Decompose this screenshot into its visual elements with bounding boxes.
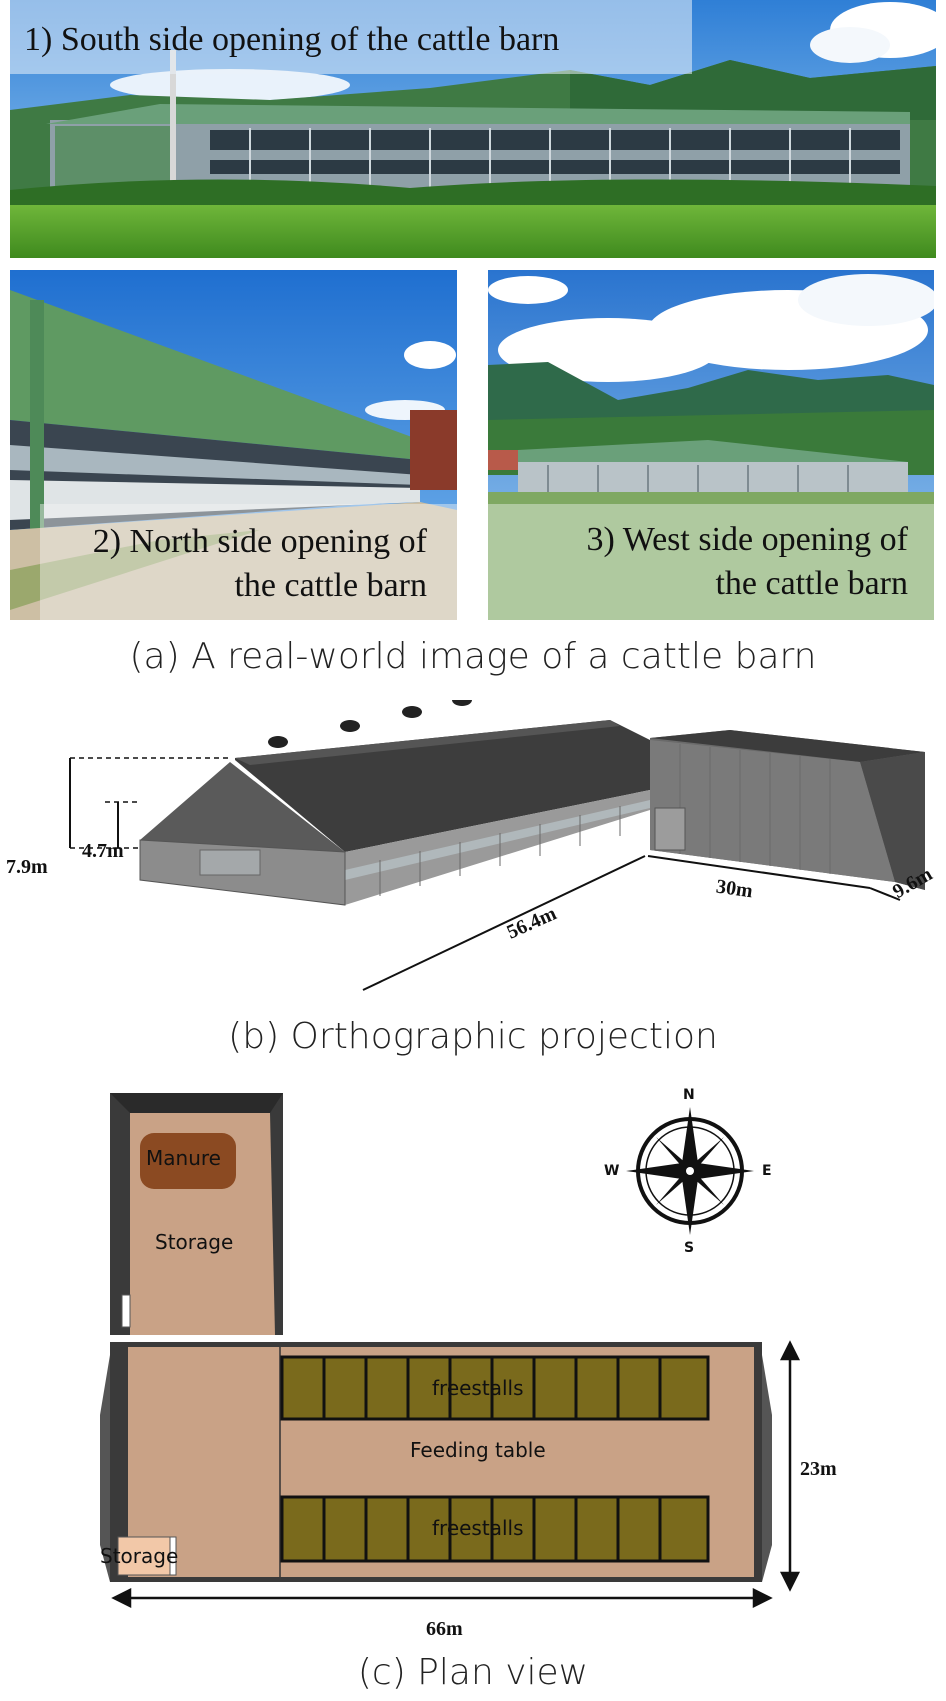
feeding-table-label: Feeding table <box>410 1438 546 1462</box>
compass-s-label: S <box>684 1240 695 1256</box>
manure-label: Manure <box>146 1146 221 1170</box>
compass-w-label: W <box>604 1163 620 1179</box>
caption-a: (a) A real-world image of a cattle barn <box>129 636 817 677</box>
storage-label: Storage <box>155 1230 234 1254</box>
west-label-backdrop <box>488 504 934 620</box>
small-storage-label: Storage <box>100 1544 179 1568</box>
west-side-illustration <box>488 270 934 620</box>
orthographic-projection <box>0 661 946 1000</box>
caption-b: (b) Orthographic projection <box>228 1016 718 1057</box>
freestalls-top-label: freestalls <box>432 1376 524 1400</box>
north-side-illustration <box>10 270 457 620</box>
dim-annex-length: 30m <box>714 875 755 903</box>
dim-total-height: 7.9m <box>6 856 48 878</box>
photo-west-label-line1: 3) West side opening of <box>586 521 908 558</box>
compass-n-label: N <box>683 1087 695 1103</box>
plan-view <box>0 1085 946 1645</box>
photo-west-label-line2: the cattle barn <box>715 565 908 602</box>
plan-drawing <box>100 1093 801 1609</box>
south-label-backdrop <box>10 0 692 74</box>
dim-plan-length: 66m <box>426 1618 463 1640</box>
dim-plan-width: 23m <box>800 1458 837 1480</box>
photo-south-label: 1) South side opening of the cattle barn <box>24 21 560 58</box>
compass-e-label: E <box>762 1163 772 1179</box>
freestalls-bottom-label: freestalls <box>432 1516 524 1540</box>
dim-wall-height: 4.7m <box>82 840 124 862</box>
barn-3d-model <box>69 661 925 991</box>
photo-south-side: 1) South side opening of the cattle barn <box>10 0 936 258</box>
caption-c: (c) Plan view <box>357 1652 589 1693</box>
photo-north-label-line1: 2) North side opening of <box>92 523 427 560</box>
photo-west-side: 3) West side opening of the cattle barn <box>488 270 934 620</box>
compass-rose <box>626 1107 754 1235</box>
north-label-backdrop <box>40 504 457 620</box>
photo-north-label-line2: the cattle barn <box>234 567 427 604</box>
photo-north-side: 2) North side opening of the cattle barn <box>10 270 457 620</box>
